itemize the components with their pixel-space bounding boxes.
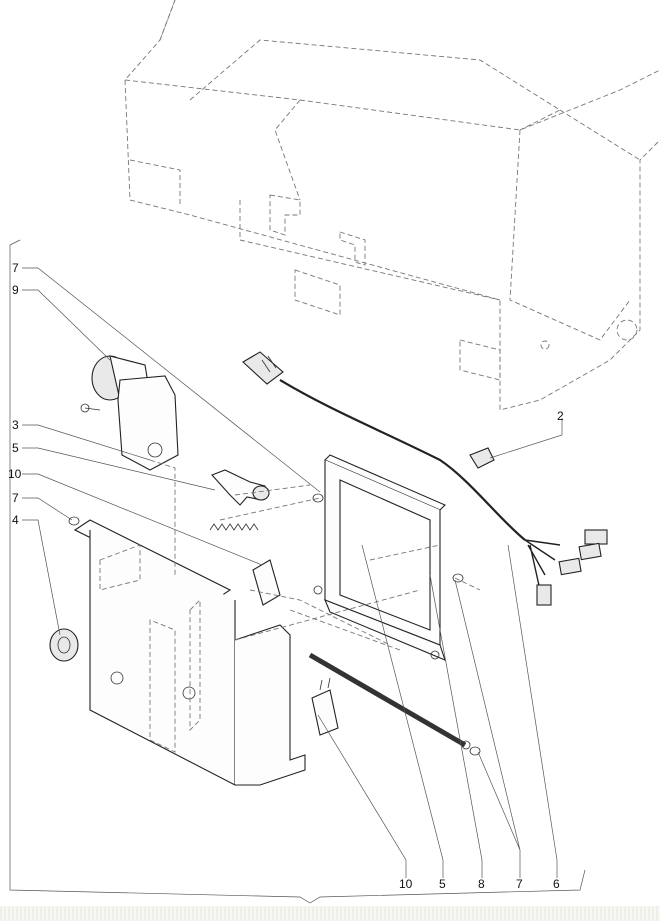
callout-left-4: 5 — [12, 441, 19, 455]
callout-left-1: 7 — [12, 261, 19, 275]
housing-ghost — [124, 0, 660, 411]
grommet — [49, 628, 79, 662]
callout-right-top: 2 — [557, 409, 564, 423]
callout-bottom-3: 8 — [478, 877, 485, 891]
assembly-guides — [149, 459, 481, 651]
callout-bottom-1: 10 — [399, 877, 413, 891]
mounting-frame — [73, 519, 306, 786]
retaining-clip-left — [68, 516, 80, 526]
retaining-clip-bracket-side — [452, 573, 464, 583]
spring-bracket — [313, 454, 446, 661]
retaining-clip-shaft — [469, 746, 481, 756]
microswitch-lower — [311, 677, 339, 736]
callout-left-5: 10 — [8, 467, 22, 481]
shaft-rod — [308, 652, 471, 750]
leader-lines — [22, 267, 563, 878]
retaining-clip-bracket-top — [312, 493, 324, 503]
callout-bottom-2: 5 — [439, 877, 446, 891]
spring-left — [209, 523, 259, 531]
callout-left-3: 3 — [12, 418, 19, 432]
callout-bottom-5: 6 — [553, 877, 560, 891]
wire-harness — [242, 351, 608, 606]
gear-motor — [80, 355, 179, 471]
callout-left-6: 7 — [12, 491, 19, 505]
callout-left-2: 9 — [12, 283, 19, 297]
microswitch-upper — [252, 559, 281, 606]
lever-pin — [211, 469, 270, 506]
bottom-strip — [0, 906, 660, 921]
assembly-outline — [9, 239, 586, 904]
callout-left-7: 4 — [12, 513, 19, 527]
callout-bottom-4: 7 — [516, 877, 523, 891]
